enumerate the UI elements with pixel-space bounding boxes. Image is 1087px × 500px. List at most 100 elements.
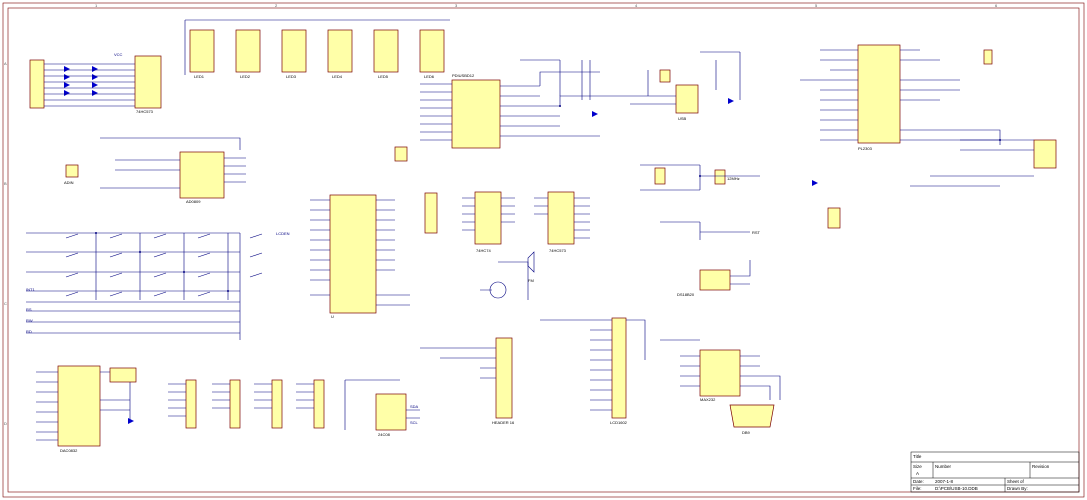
pl2303-wires (800, 49, 1001, 145)
chip-label-max232: MAX232 (700, 397, 716, 402)
date-value: 2007-1-8 (935, 479, 954, 484)
keypad-matrix: LCDEN RS RW RD INT1 (26, 231, 290, 340)
lcd-wires (540, 319, 646, 411)
pl2303-header (827, 207, 841, 229)
chip-label-74hc74: 74HC74 (476, 248, 491, 253)
crystal-wires (640, 164, 760, 191)
pl2303-led (812, 180, 818, 186)
zone-number: 6 (995, 3, 998, 8)
sda-label: SDA (410, 404, 419, 409)
chip-74hc573-b (547, 191, 575, 245)
buzzer-wires (480, 261, 529, 300)
int1-label: INT1 (26, 287, 35, 292)
usb-connector (675, 84, 699, 114)
vcc-label: VCC (114, 52, 123, 57)
chip-74hc573 (134, 55, 162, 109)
junction-dots (95, 105, 1001, 292)
display-label: LED6 (424, 74, 435, 79)
chip-pdiusbd12 (451, 79, 501, 149)
chip-24c08 (375, 393, 407, 431)
display-label: LED2 (240, 74, 251, 79)
header-16 (495, 337, 513, 419)
seven-segment-display (235, 29, 261, 73)
xtal-label: 12MHz (727, 176, 740, 181)
adc-wires (100, 137, 246, 189)
display-label: LED5 (378, 74, 389, 79)
pl2303-usb-wires (910, 139, 1034, 187)
mcu-pin-wires (310, 199, 410, 306)
adin-label: ADIN (64, 180, 74, 185)
lcden-label: LCDEN (276, 231, 290, 236)
buzzer-transistor (489, 281, 507, 299)
file-value: D:\PCB\USB-10.DDB (935, 486, 978, 491)
zone-letter: B (4, 181, 7, 186)
zone-number: 1 (95, 3, 98, 8)
crystal (654, 167, 666, 185)
chip-label-pl2303: PL2303 (858, 146, 873, 151)
display-label: LED3 (286, 74, 297, 79)
db9-connector (729, 404, 775, 428)
header-label: HEADER 16 (492, 420, 515, 425)
usb-led (592, 111, 598, 117)
number-label: Number (935, 464, 952, 469)
power-led (728, 98, 734, 104)
chip-label-pdiusbd12: PDIUSBD12 (452, 73, 475, 78)
rs-label: RS (26, 307, 32, 312)
file-label: File: (913, 486, 922, 491)
pl2303-crystal (983, 49, 993, 65)
chip-label-24c08: 24C08 (378, 432, 391, 437)
usb-label: USB (678, 116, 687, 121)
chip-mcu (329, 194, 377, 314)
chip-pl2303 (857, 44, 901, 144)
usb-chip-wires (420, 71, 630, 141)
zone-markers: 1 2 3 4 5 6 A B C D (4, 3, 998, 426)
rd-label: RD (26, 329, 32, 334)
keypad-switches (65, 233, 211, 297)
display-wires (184, 19, 450, 75)
chip-label-mcu: U (331, 314, 334, 319)
zone-number: 4 (635, 3, 638, 8)
lcd-label: LCD1602 (610, 420, 628, 425)
chip-label-74hc573-b: 74HC573 (549, 248, 567, 253)
dac-regulator (109, 367, 137, 383)
scl-label: SCL (410, 420, 419, 425)
latch-wires (462, 197, 590, 239)
mcu-port-header (424, 192, 438, 234)
display-label: LED4 (332, 74, 343, 79)
dac-led (128, 418, 134, 424)
date-label: Date: (913, 479, 924, 484)
zone-letter: A (4, 61, 7, 66)
chip-74hc74 (474, 191, 502, 245)
display-label: LED1 (194, 74, 205, 79)
size-value: A (916, 471, 919, 476)
bottom-connectors (168, 379, 325, 429)
revision-label: Revision (1032, 464, 1050, 469)
usb-power-wires (630, 51, 741, 105)
drawn-label: Drawn By: (1007, 486, 1028, 491)
lcd1602-connector (611, 317, 627, 419)
adin-connector (65, 164, 79, 178)
pl2303-usb-connector (1033, 139, 1057, 169)
chip-ad0809 (179, 151, 225, 199)
led-array (64, 66, 98, 96)
title-block: Title Size A Number Revision Date: 2007-… (910, 451, 1080, 493)
max232-wires (660, 339, 781, 400)
aux-switches (249, 233, 263, 278)
usb-resistor-wires (520, 59, 591, 100)
connector-header-left (29, 59, 45, 109)
seven-segment-display (419, 29, 445, 73)
int1-connector (394, 146, 408, 162)
buzzer-icon (527, 251, 535, 273)
sheet-label: Sheet of (1007, 479, 1025, 484)
zone-number: 2 (275, 3, 278, 8)
rst-label: RST (752, 230, 761, 235)
keypad-rows (26, 232, 240, 334)
chip-ds18b20 (699, 269, 731, 291)
db9-label: DB9 (742, 430, 751, 435)
keypad-columns (95, 233, 241, 340)
title-label: Title (913, 454, 922, 459)
seven-segment-display (327, 29, 353, 73)
